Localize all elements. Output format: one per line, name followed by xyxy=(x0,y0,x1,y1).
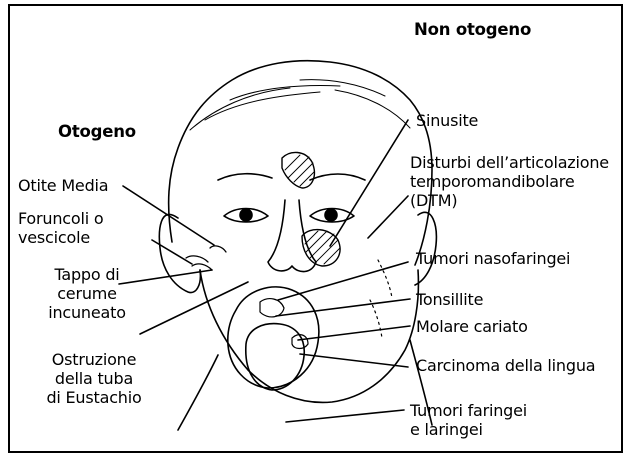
label-tonsillite: Tonsillite xyxy=(416,290,483,309)
heading-otogeno: Otogeno xyxy=(58,122,136,141)
label-foruncoli: Foruncoli o vescicole xyxy=(18,209,103,247)
label-dtm: Disturbi dell’articolazione temporomandi… xyxy=(410,153,609,210)
label-tappo-cerume: Tappo di cerume incuneato xyxy=(42,265,132,322)
label-molare-cariato: Molare cariato xyxy=(416,317,528,336)
heading-non-otogeno: Non otogeno xyxy=(414,20,531,39)
label-tumori-faringei: Tumori faringei e laringei xyxy=(410,401,527,439)
label-tumori-nasofaringei: Tumori nasofaringei xyxy=(416,249,570,268)
label-otite-media: Otite Media xyxy=(18,176,108,195)
label-ostruzione-tuba: Ostruzione della tuba di Eustachio xyxy=(24,350,164,407)
label-sinusite: Sinusite xyxy=(416,111,478,130)
label-carcinoma-lingua: Carcinoma della lingua xyxy=(416,356,595,375)
